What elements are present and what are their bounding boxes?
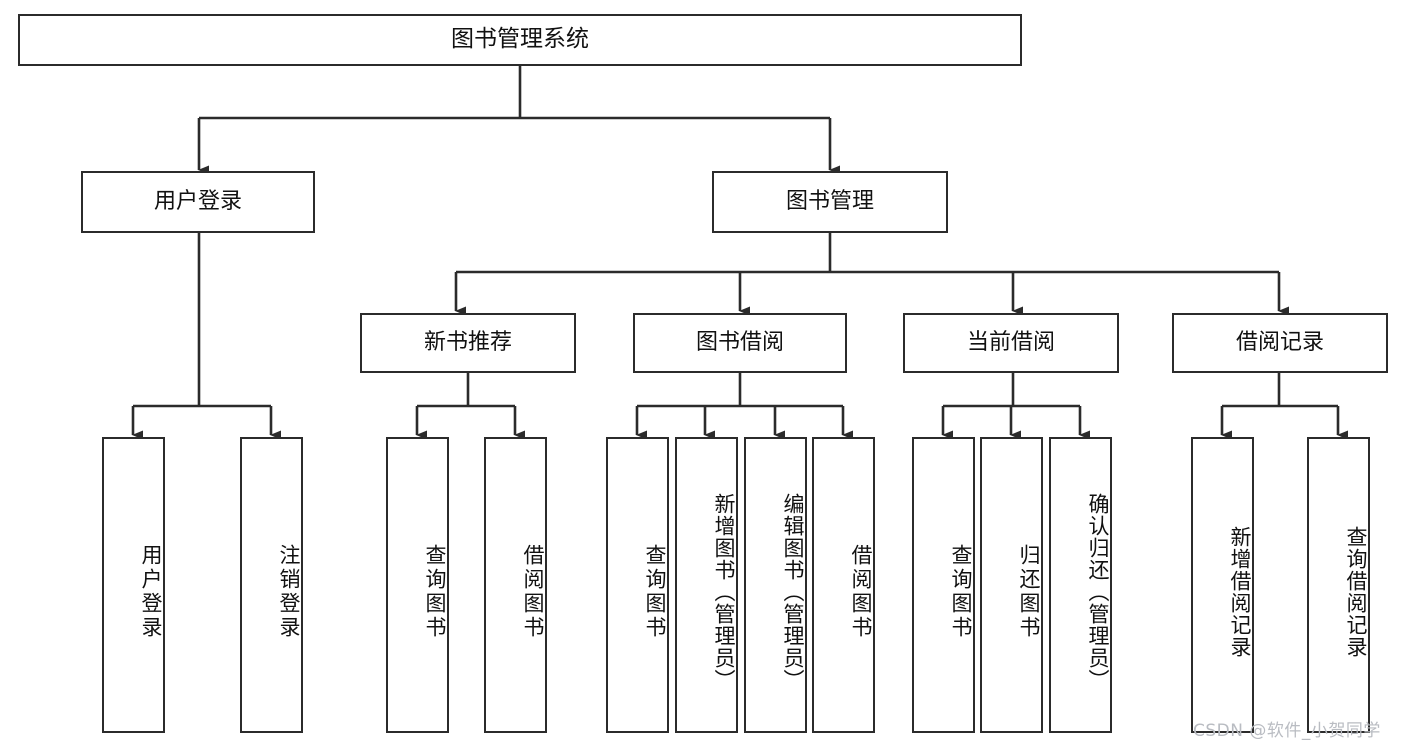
node-leaf-return-book-label: 归还图书 xyxy=(1017,544,1041,640)
node-leaf-query-record-label: 查询借阅记录 xyxy=(1344,526,1368,658)
watermark-text: CSDN @软件_小贺同学 xyxy=(1193,721,1381,741)
node-leaf-add-book-label: 新增图书（管理员） xyxy=(712,493,736,691)
node-leaf-borrow-book-2-label: 借阅图书 xyxy=(849,544,873,640)
node-leaf-user-login-label: 用户登录 xyxy=(139,544,163,640)
node-leaf-user-login[interactable]: 用户登录 xyxy=(102,437,165,733)
node-leaf-add-book[interactable]: 新增图书（管理员） xyxy=(675,437,738,733)
node-leaf-add-record-label: 新增借阅记录 xyxy=(1228,526,1252,658)
node-leaf-query-book-2-label: 查询图书 xyxy=(643,544,667,640)
node-leaf-borrow-book-1-label: 借阅图书 xyxy=(521,544,545,640)
node-book-borrow-label: 图书借阅 xyxy=(695,330,784,356)
node-leaf-borrow-book-1[interactable]: 借阅图书 xyxy=(484,437,547,733)
node-leaf-add-record[interactable]: 新增借阅记录 xyxy=(1191,437,1254,733)
node-leaf-return-book[interactable]: 归还图书 xyxy=(980,437,1043,733)
node-leaf-query-book-3[interactable]: 查询图书 xyxy=(912,437,975,733)
node-borrow-record[interactable]: 借阅记录 xyxy=(1172,313,1388,373)
node-current-borrow-label: 当前借阅 xyxy=(966,330,1055,356)
node-book-borrow[interactable]: 图书借阅 xyxy=(633,313,847,373)
node-leaf-query-book-1[interactable]: 查询图书 xyxy=(386,437,449,733)
node-root[interactable]: 图书管理系统 xyxy=(18,14,1022,66)
node-user-login-label: 用户登录 xyxy=(153,189,242,215)
node-leaf-edit-book-label: 编辑图书（管理员） xyxy=(781,493,805,691)
node-root-label: 图书管理系统 xyxy=(451,26,589,53)
node-leaf-query-record[interactable]: 查询借阅记录 xyxy=(1307,437,1370,733)
node-user-login[interactable]: 用户登录 xyxy=(81,171,315,233)
node-leaf-borrow-book-2[interactable]: 借阅图书 xyxy=(812,437,875,733)
node-leaf-query-book-2[interactable]: 查询图书 xyxy=(606,437,669,733)
node-borrow-record-label: 借阅记录 xyxy=(1235,330,1324,356)
node-leaf-edit-book[interactable]: 编辑图书（管理员） xyxy=(744,437,807,733)
node-leaf-confirm-return-label: 确认归还（管理员） xyxy=(1086,493,1110,691)
node-book-manage-label: 图书管理 xyxy=(785,189,874,215)
node-leaf-logout[interactable]: 注销登录 xyxy=(240,437,303,733)
node-leaf-logout-label: 注销登录 xyxy=(277,544,301,640)
node-leaf-confirm-return[interactable]: 确认归还（管理员） xyxy=(1049,437,1112,733)
node-new-book-rec[interactable]: 新书推荐 xyxy=(360,313,576,373)
node-leaf-query-book-1-label: 查询图书 xyxy=(423,544,447,640)
node-leaf-query-book-3-label: 查询图书 xyxy=(949,544,973,640)
node-current-borrow[interactable]: 当前借阅 xyxy=(903,313,1119,373)
node-new-book-rec-label: 新书推荐 xyxy=(423,330,512,356)
node-book-manage[interactable]: 图书管理 xyxy=(712,171,948,233)
